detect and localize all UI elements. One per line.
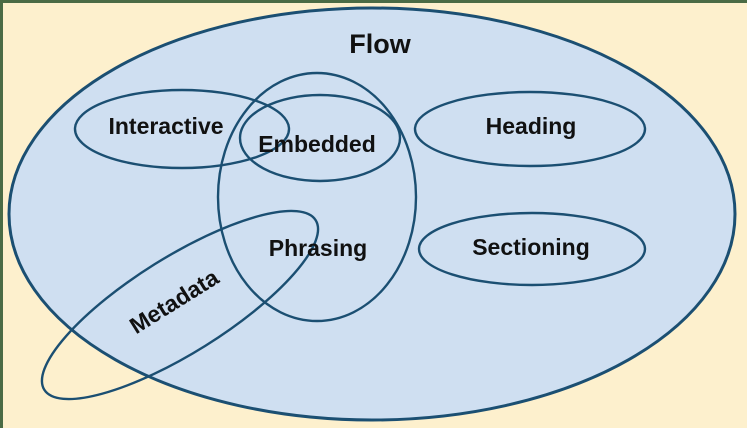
set-ellipse-metadata[interactable]: [19, 180, 341, 428]
frame-border-left: [0, 0, 3, 428]
set-label-flow: Flow: [349, 29, 411, 59]
set-shapes-layer: [7, 6, 737, 428]
set-ellipse-sectioning[interactable]: [417, 211, 647, 287]
set-ellipse-embedded[interactable]: [238, 93, 402, 183]
frame-border-top: [0, 0, 747, 3]
set-label-embedded: Embedded: [258, 131, 376, 157]
set-label-interactive: Interactive: [108, 113, 223, 139]
set-label-heading: Heading: [486, 113, 577, 139]
set-label-sectioning: Sectioning: [472, 234, 590, 260]
set-ellipse-phrasing[interactable]: [216, 71, 418, 323]
set-ellipse-flow[interactable]: [7, 6, 737, 422]
set-ellipse-heading[interactable]: [413, 90, 647, 168]
set-ellipse-interactive[interactable]: [73, 88, 291, 170]
set-label-phrasing: Phrasing: [269, 235, 367, 261]
